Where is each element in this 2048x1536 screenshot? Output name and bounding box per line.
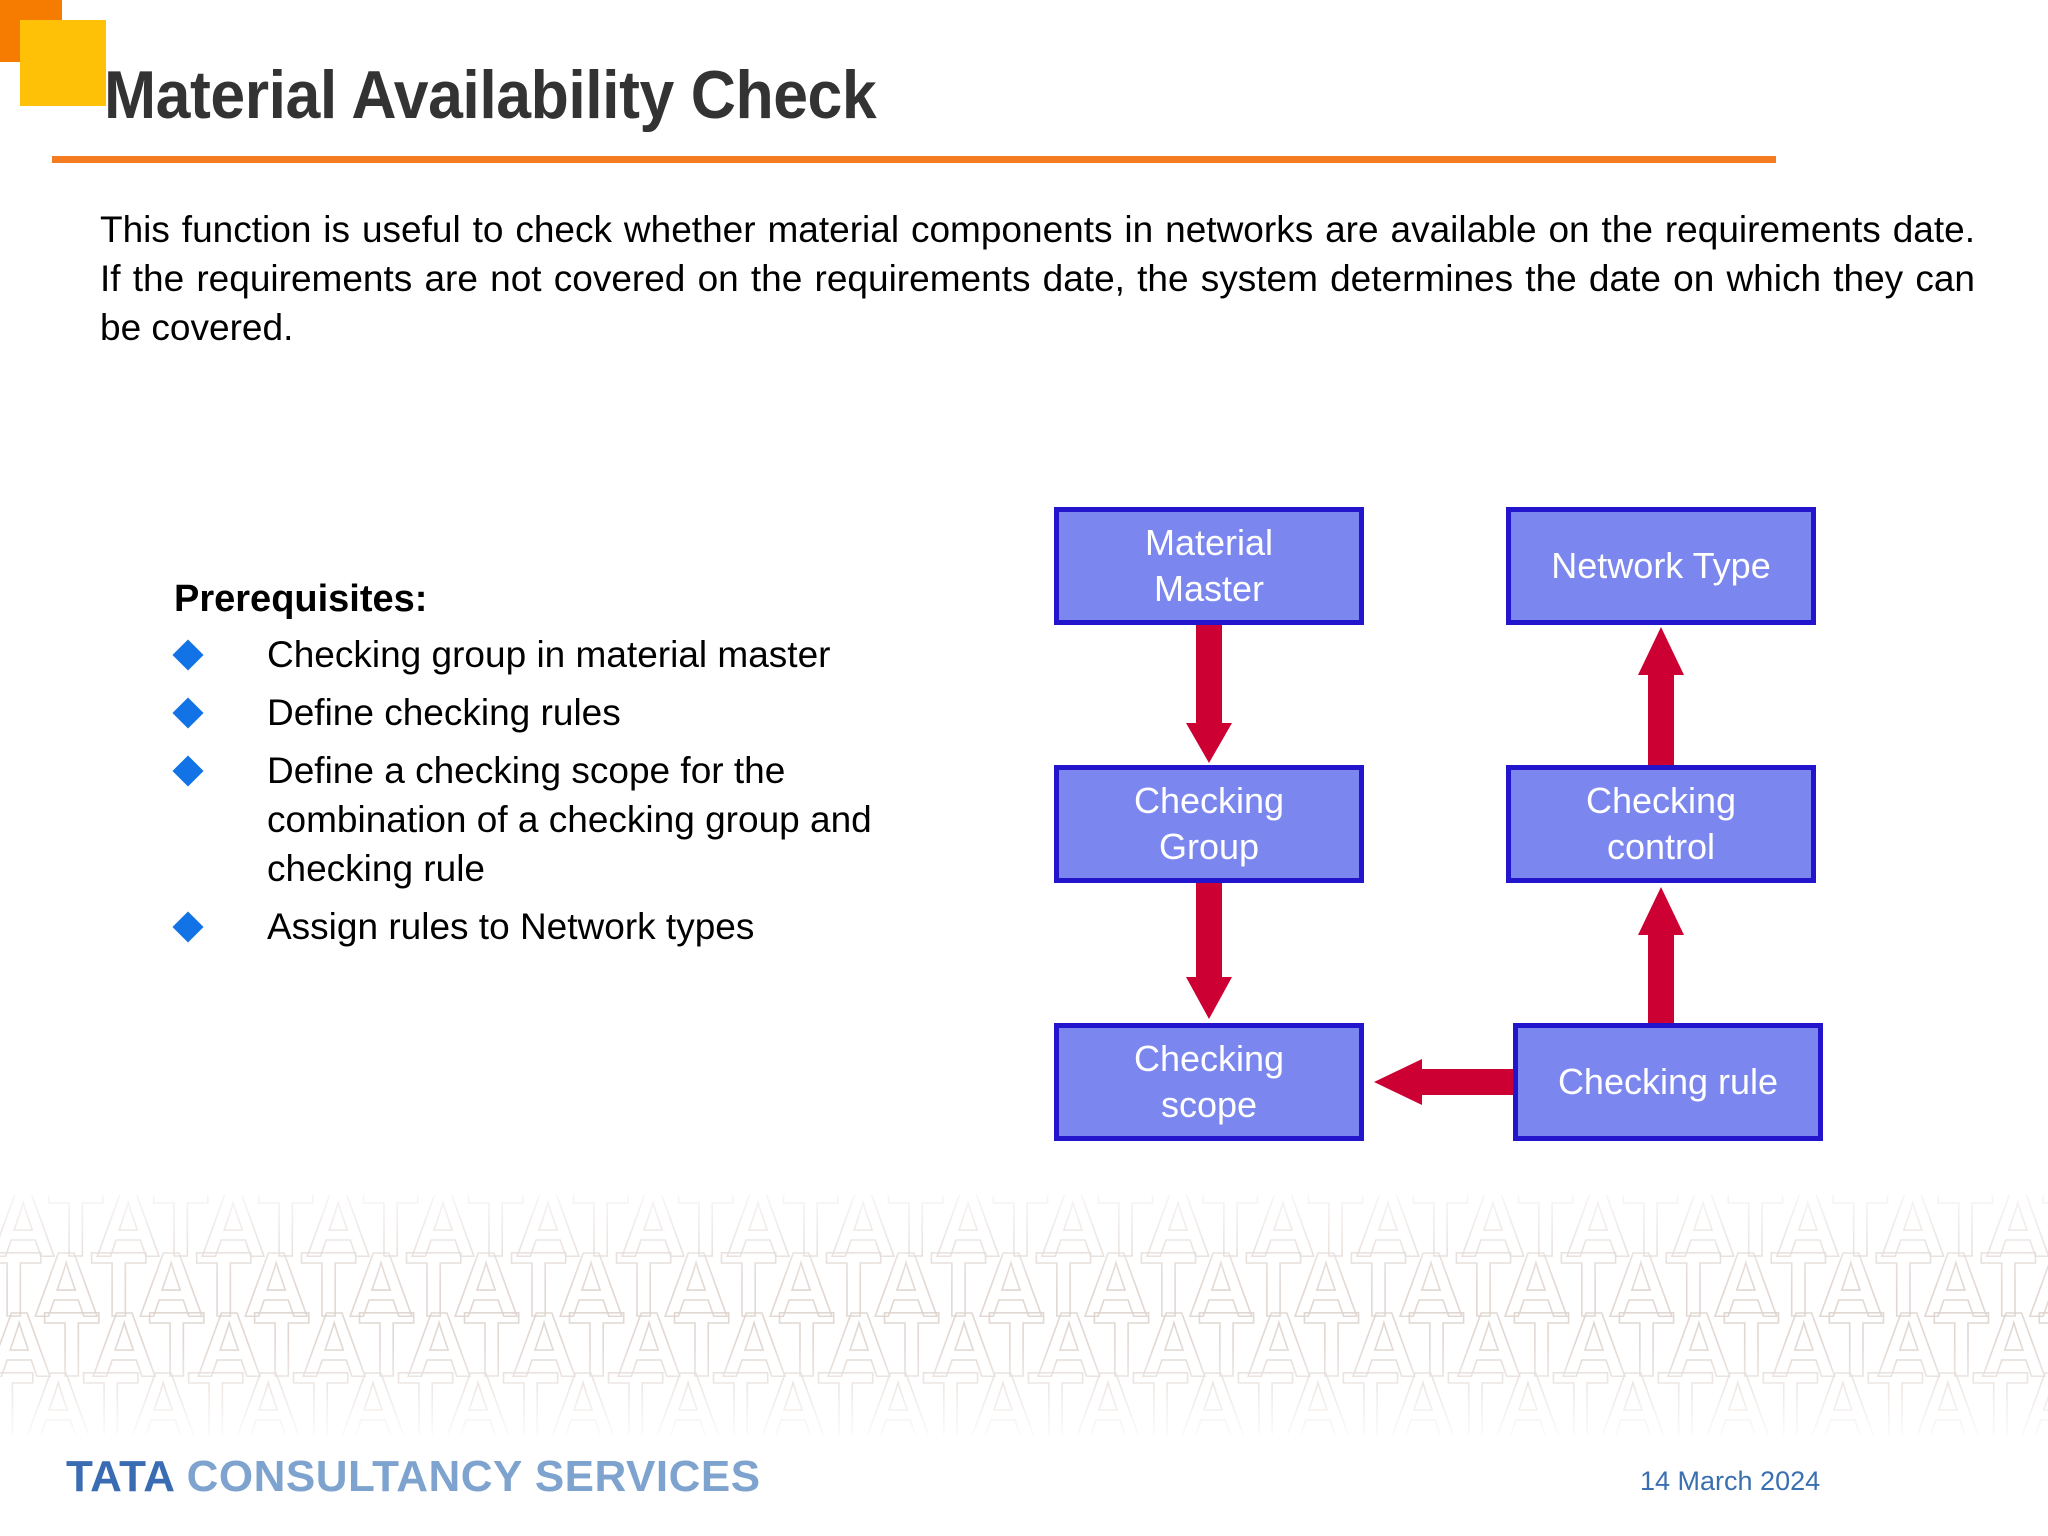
arrow-checking-group-to-checking-scope bbox=[1186, 879, 1232, 1019]
list-item-label: Define a checking scope for the combinat… bbox=[267, 750, 872, 889]
decor-square-yellow bbox=[20, 20, 106, 106]
watermark-row: ATATATATATATATATATATATATATATATATATATATAT… bbox=[0, 1233, 2048, 1337]
list-item-label: Checking group in material master bbox=[267, 634, 831, 675]
arrow-checking-rule-to-checking-control bbox=[1638, 887, 1684, 1027]
prerequisites-heading: Prerequisites: bbox=[174, 578, 428, 620]
diamond-bullet-icon bbox=[172, 639, 204, 671]
diamond-bullet-icon bbox=[172, 697, 204, 729]
node-checking-group: Checking Group bbox=[1054, 765, 1364, 883]
title-underline-rule bbox=[52, 156, 1776, 163]
list-item: Define checking rules bbox=[172, 688, 904, 737]
list-item-label: Assign rules to Network types bbox=[267, 906, 755, 947]
list-item: Checking group in material master bbox=[172, 630, 904, 679]
node-checking-scope: Checking scope bbox=[1054, 1023, 1364, 1141]
node-network-type: Network Type bbox=[1506, 507, 1816, 625]
tata-watermark-band: ATATATATATATATATATATATATATATATATATATATAT… bbox=[0, 1195, 2048, 1435]
watermark-row: ATATATATATATATATATATATATATATATATATATATAT… bbox=[0, 1353, 2048, 1435]
arrow-material-master-to-checking-group bbox=[1186, 621, 1232, 763]
flow-arrows bbox=[1186, 621, 1684, 1105]
material-availability-flow-diagram: Material Master Checking Group Checking … bbox=[1040, 495, 1840, 1155]
node-material-master: Material Master bbox=[1054, 507, 1364, 625]
node-checking-control: Checking control bbox=[1506, 765, 1816, 883]
tcs-logo: TATA CONSULTANCY SERVICES bbox=[66, 1452, 761, 1502]
arrow-checking-control-to-network-type bbox=[1638, 627, 1684, 769]
diamond-bullet-icon bbox=[172, 911, 204, 943]
list-item: Assign rules to Network types bbox=[172, 902, 904, 951]
list-item: Define a checking scope for the combinat… bbox=[172, 746, 904, 893]
watermark-row: ATATATATATATATATATATATATATATATATATATATAT… bbox=[0, 1195, 2048, 1277]
slide-date: 14 March 2024 bbox=[1640, 1466, 1821, 1496]
node-checking-rule: Checking rule bbox=[1513, 1023, 1823, 1141]
list-item-label: Define checking rules bbox=[267, 692, 621, 733]
diamond-bullet-icon bbox=[172, 755, 204, 787]
prerequisites-list: Checking group in material master Define… bbox=[172, 630, 904, 960]
arrow-checking-rule-to-checking-scope bbox=[1374, 1059, 1514, 1105]
watermark-row: ATATATATATATATATATATATATATATATATATATATAT… bbox=[0, 1293, 2048, 1397]
tcs-logo-tata: TATA bbox=[66, 1452, 174, 1501]
page-title: Material Availability Check bbox=[104, 57, 877, 133]
tcs-logo-consultancy-services: CONSULTANCY SERVICES bbox=[173, 1452, 761, 1501]
intro-paragraph: This function is useful to check whether… bbox=[100, 209, 1975, 348]
